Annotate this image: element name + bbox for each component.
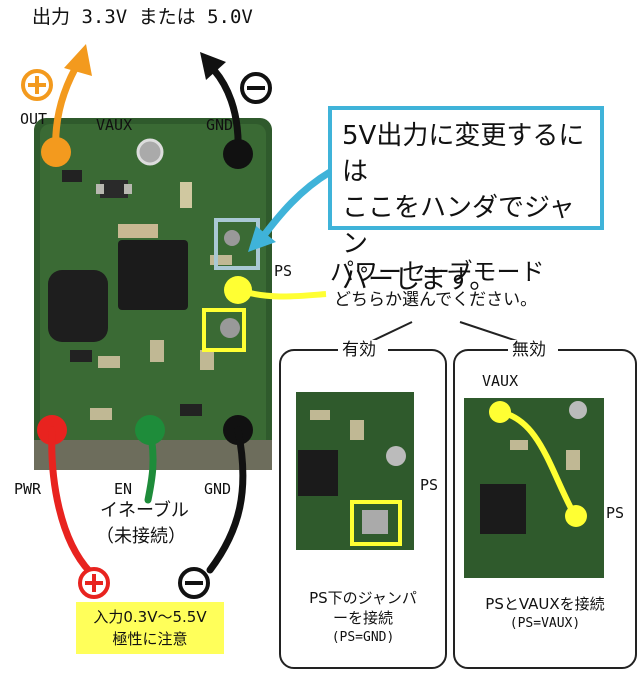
- plus-pwr-icon: [78, 567, 110, 599]
- gnd-bottom-wire: [206, 426, 247, 574]
- pwr-wire: [48, 426, 94, 576]
- callout-line-1: 5V出力に変更するには: [342, 121, 585, 187]
- pin-label-en: EN: [114, 480, 133, 498]
- en-wire: [144, 426, 157, 504]
- input-note: 入力0.3V～5.5V 極性に注意: [76, 602, 224, 654]
- power-save-title: パワーセーブモード: [330, 258, 545, 286]
- pin-label-gnd-bottom: GND: [204, 480, 232, 498]
- panel-disabled-header: 無効: [512, 340, 546, 360]
- ps-jumper-highlight: [202, 308, 246, 352]
- minus-gnd-bottom-icon: [178, 567, 210, 599]
- panel-enabled-header: 有効: [342, 340, 376, 360]
- gnd-top-arrow-icon: [200, 52, 226, 80]
- panel-enabled-caption: PS下のジャンパ ーを接続 (PS=GND): [284, 588, 442, 648]
- regulator-chip: [118, 240, 188, 310]
- minus-gnd-top-icon: [240, 72, 272, 104]
- panel-disabled-caption: PSとVAUXを接続 (PS=VAUX): [458, 594, 632, 634]
- inductor: [48, 270, 108, 342]
- pin-label-out: OUT: [20, 110, 48, 128]
- input-note-line-1: 入力0.3V～5.5V: [93, 608, 207, 626]
- panel-enabled-pin-ps: PS: [420, 476, 439, 494]
- callout-arrow-head-icon: [248, 226, 276, 252]
- panel-disabled: [453, 340, 637, 669]
- panel-enabled: [279, 340, 447, 669]
- callout-arrow: [259, 168, 332, 241]
- out-arrow-icon: [64, 44, 92, 76]
- panel-disabled-caption-1: PSとVAUXを接続: [485, 595, 605, 613]
- panel-enabled-caption-2: ーを接続: [332, 609, 393, 627]
- callout-line-3: パーします。: [342, 265, 496, 295]
- output-title: 出力 3.3V または 5.0V: [32, 6, 253, 28]
- power-save-bracket: [369, 321, 521, 343]
- vaux-ps-jumper-line: [499, 409, 577, 516]
- enable-note-line-1: イネーブル: [100, 500, 189, 521]
- pin-label-pwr: PWR: [14, 480, 42, 498]
- callout-line-2: ここをハンダでジャン: [342, 193, 575, 259]
- panel-disabled-pin-vaux: VAUX: [482, 372, 519, 390]
- panel-enabled-caption-1: PS下のジャンパ: [309, 589, 417, 607]
- pin-label-gnd-top: GND: [206, 116, 234, 134]
- gnd-top-pin-dot: [223, 139, 253, 169]
- power-save-subtitle: どちらか選んでください。: [334, 290, 538, 310]
- input-note-line-2: 極性に注意: [112, 630, 188, 648]
- pin-label-ps: PS: [274, 262, 293, 280]
- plus-out-icon: [21, 69, 53, 101]
- enable-note-line-2: （未接続）: [96, 526, 186, 547]
- panel-disabled-caption-2: (PS=VAUX): [509, 616, 581, 631]
- enabled-jumper-highlight: [350, 500, 402, 546]
- panel-enabled-caption-3: (PS=GND): [331, 630, 395, 645]
- pin-label-vaux: VAUX: [96, 116, 133, 134]
- out-pin-dot: [41, 137, 71, 167]
- panel-disabled-pin-ps: PS: [606, 504, 625, 522]
- ps-wire: [237, 287, 327, 300]
- callout-5v-jumper: 5V出力に変更するには ここをハンダでジャン パーします。: [328, 106, 604, 295]
